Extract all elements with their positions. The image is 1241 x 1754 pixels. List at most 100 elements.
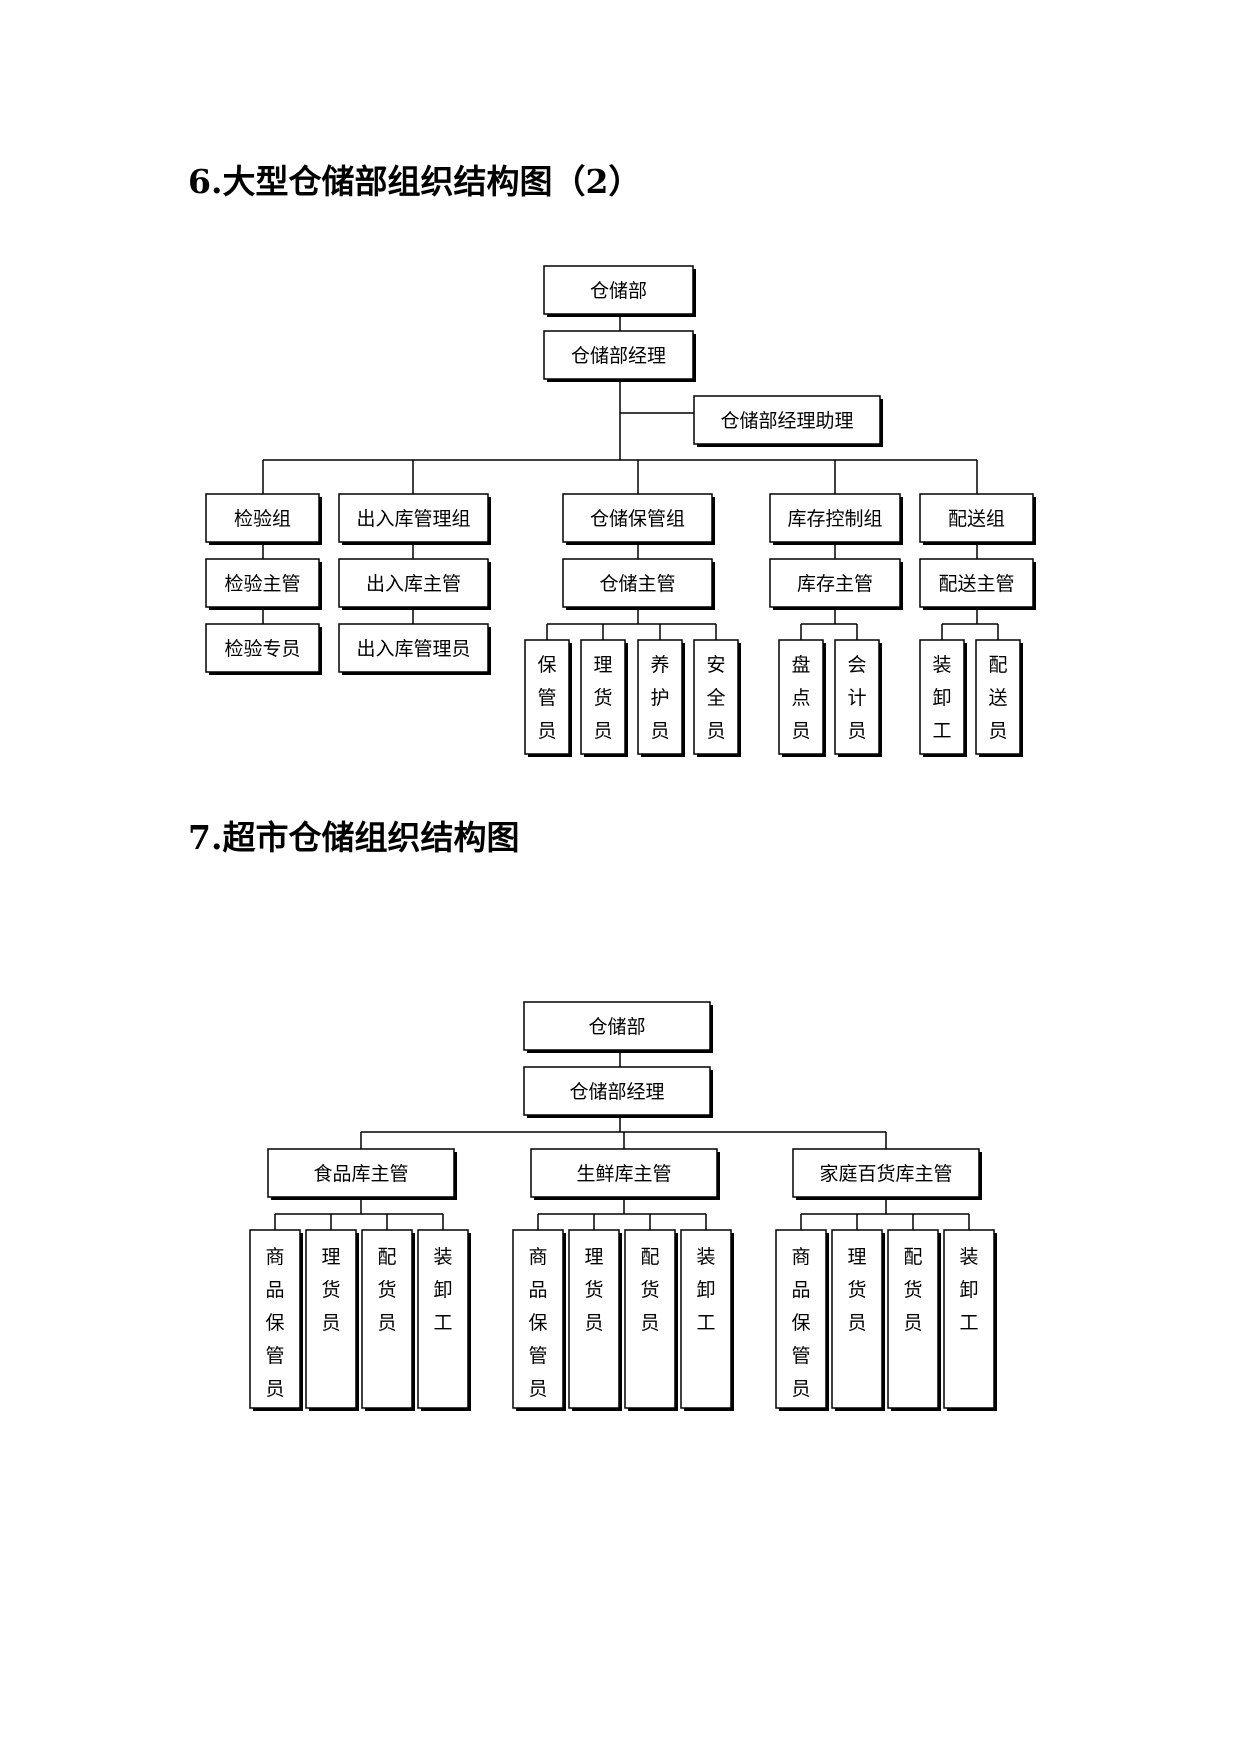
d2-member-char: 管: [265, 1345, 284, 1367]
d1-member-box: [338, 623, 489, 673]
d1-member-char: 安: [706, 654, 725, 676]
d2-member-char: 员: [584, 1312, 603, 1334]
d1-member-box: [778, 639, 824, 755]
d1-manager-box: [543, 330, 694, 380]
d1-member-box: [693, 639, 739, 755]
d2-member-box: [361, 1229, 413, 1409]
d1-member-char: 员: [593, 720, 612, 742]
d2-manager-box-label: 仓储部经理: [569, 1081, 664, 1103]
d2-lead-box-label: 生鲜库主管: [576, 1163, 671, 1185]
d2-member-char: 员: [377, 1312, 396, 1334]
d2-member-char: 货: [377, 1279, 396, 1301]
d2-member-char: 保: [265, 1312, 284, 1334]
d2-member-box: [305, 1229, 357, 1409]
d2-member-char: 员: [847, 1312, 866, 1334]
d1-lead-box: [338, 558, 489, 608]
d2-lead-box-label: 食品库主管: [313, 1163, 408, 1185]
d1-manager-box-label: 仓储部经理: [571, 345, 666, 367]
d2-member-char: 商: [791, 1246, 810, 1268]
d1-lead-box-label: 库存主管: [797, 573, 873, 595]
d2-member-char: 货: [321, 1279, 340, 1301]
d2-member-box: [568, 1229, 620, 1409]
d2-root-box-label: 仓储部: [588, 1016, 645, 1038]
d2-member-box: [887, 1229, 939, 1409]
d1-member-box: [637, 639, 683, 755]
d1-root-box-label: 仓储部: [590, 280, 647, 302]
d2-lead-box: [792, 1148, 980, 1198]
d2-member-char: 配: [640, 1246, 659, 1268]
d1-group-box-label: 库存控制组: [787, 508, 882, 530]
d2-member-char: 商: [528, 1246, 547, 1268]
d1-member-char: 养: [650, 654, 669, 676]
d1-lead-box-label: 配送主管: [938, 573, 1014, 595]
d2-manager-box: [523, 1066, 711, 1116]
d2-member-char: 员: [791, 1378, 810, 1400]
d1-member-char: 卸: [932, 687, 951, 709]
d2-member-box: [680, 1229, 732, 1409]
d2-member-char: 装: [959, 1246, 978, 1268]
d1-group-box-label: 检验组: [234, 508, 291, 530]
d2-member-char: 装: [696, 1246, 715, 1268]
d1-group-box: [769, 493, 901, 543]
d1-member-char: 货: [593, 687, 612, 709]
d1-member-char: 保: [537, 654, 556, 676]
d2-member-char: 货: [903, 1279, 922, 1301]
d1-member-char: 送: [988, 687, 1007, 709]
d2-member-char: 工: [696, 1312, 715, 1334]
d1-member-box: [834, 639, 880, 755]
d2-member-box: [943, 1229, 995, 1409]
d1-member-char: 员: [847, 720, 866, 742]
d2-member-char: 理: [584, 1246, 603, 1268]
d2-member-char: 卸: [433, 1279, 452, 1301]
d2-member-char: 品: [265, 1279, 284, 1301]
d2-member-char: 管: [791, 1345, 810, 1367]
d2-member-char: 配: [903, 1246, 922, 1268]
d2-member-char: 员: [528, 1378, 547, 1400]
d2-member-char: 员: [321, 1312, 340, 1334]
d1-member-box: [205, 623, 320, 673]
d2-member-box: [775, 1229, 827, 1409]
d1-group-box-label: 出入库管理组: [356, 508, 470, 530]
diagram1-title: 6.大型仓储部组织结构图（2）: [188, 162, 642, 201]
d2-root-box: [523, 1001, 711, 1051]
d2-member-box: [249, 1229, 301, 1409]
d2-member-char: 员: [265, 1378, 284, 1400]
d2-member-char: 理: [321, 1246, 340, 1268]
d1-lead-box-label: 仓储主管: [599, 573, 675, 595]
d1-member-char: 员: [706, 720, 725, 742]
d1-lead-box: [562, 558, 713, 608]
d2-member-char: 工: [433, 1312, 452, 1334]
d1-group-box: [338, 493, 489, 543]
d2-member-char: 保: [791, 1312, 810, 1334]
d2-member-char: 员: [640, 1312, 659, 1334]
d1-member-char: 点: [791, 687, 810, 709]
d1-member-char: 盘: [791, 654, 810, 676]
d2-member-char: 品: [791, 1279, 810, 1301]
d1-root-box: [543, 265, 694, 315]
d1-member-char: 装: [932, 654, 951, 676]
d2-member-char: 品: [528, 1279, 547, 1301]
d2-member-char: 保: [528, 1312, 547, 1334]
d1-member-char: 计: [847, 687, 866, 709]
d1-assistant-box-label: 仓储部经理助理: [720, 410, 853, 432]
d1-member-char: 会: [847, 654, 866, 676]
d2-member-char: 货: [640, 1279, 659, 1301]
d1-member-char: 员: [988, 720, 1007, 742]
d2-member-char: 卸: [696, 1279, 715, 1301]
d1-group-box: [205, 493, 320, 543]
d1-member-char: 配: [988, 654, 1007, 676]
d1-member-box: [975, 639, 1021, 755]
d1-member-char: 员: [650, 720, 669, 742]
d2-member-char: 货: [847, 1279, 866, 1301]
d2-member-box: [831, 1229, 883, 1409]
d1-member-char: 管: [537, 687, 556, 709]
d2-member-char: 货: [584, 1279, 603, 1301]
d2-member-box: [624, 1229, 676, 1409]
d2-member-char: 配: [377, 1246, 396, 1268]
d1-lead-box-label: 检验主管: [224, 573, 300, 595]
d2-member-box: [417, 1229, 469, 1409]
diagram2-title: 7.超市仓储组织结构图: [188, 818, 520, 857]
d1-assistant-box: [693, 395, 881, 445]
d2-member-char: 管: [528, 1345, 547, 1367]
